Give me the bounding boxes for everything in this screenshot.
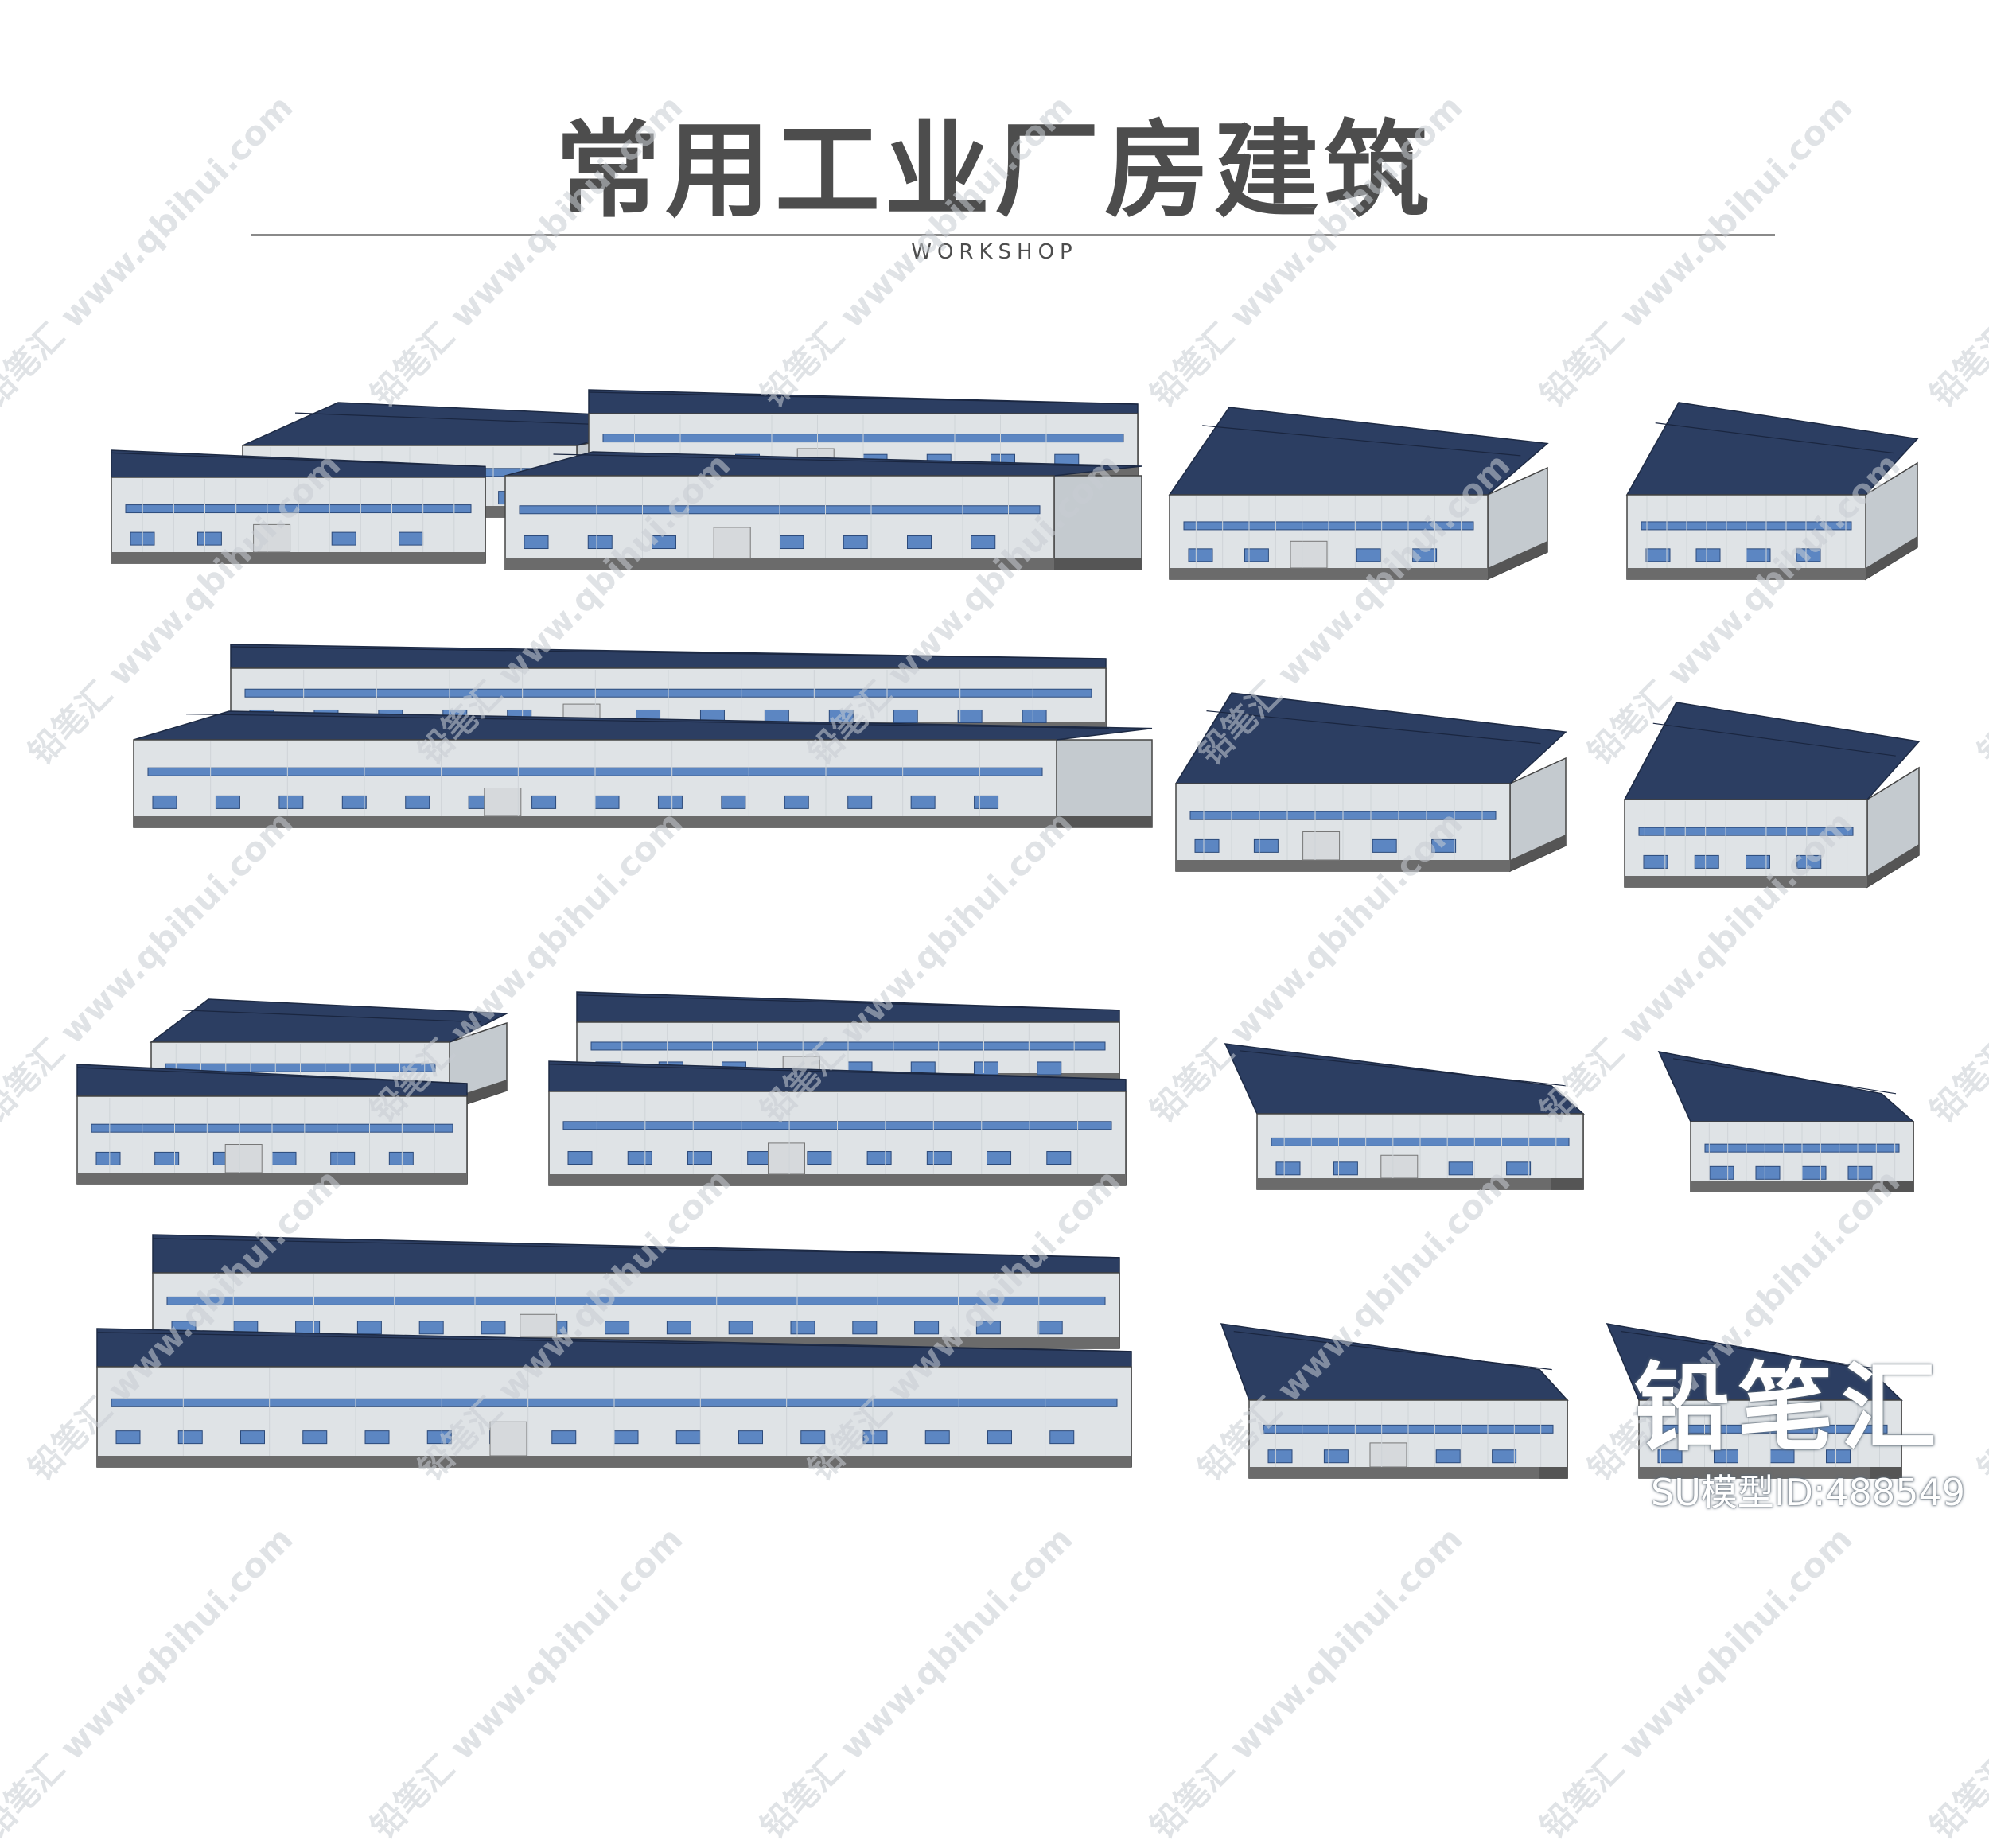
warehouse-building [1606, 1323, 1903, 1479]
warehouse-building [76, 1064, 468, 1185]
warehouse-building [1174, 692, 1567, 873]
title-divider [251, 234, 1775, 236]
brand-logo-text: 铅笔汇 [1634, 1353, 1944, 1464]
warehouse-building [1224, 1043, 1585, 1190]
warehouse-building [1220, 1323, 1569, 1479]
warehouse-building [1657, 1050, 1915, 1192]
page-title: 常用工业厂房建筑 [555, 110, 1434, 232]
warehouse-building [1623, 702, 1921, 889]
page-subtitle: WORKSHOP [911, 240, 1078, 264]
warehouse-building [548, 1060, 1127, 1186]
warehouse-building [1625, 402, 1919, 581]
warehouse-building [152, 1234, 1120, 1349]
warehouse-building [111, 449, 486, 564]
warehouse-building [1168, 407, 1549, 581]
warehouse-building [96, 1328, 1132, 1468]
building-illustrations [76, 389, 1921, 1479]
warehouse-building [504, 451, 1142, 570]
warehouse-building [133, 710, 1153, 828]
model-id-label: SU模型ID:488549 [1651, 1471, 1965, 1514]
